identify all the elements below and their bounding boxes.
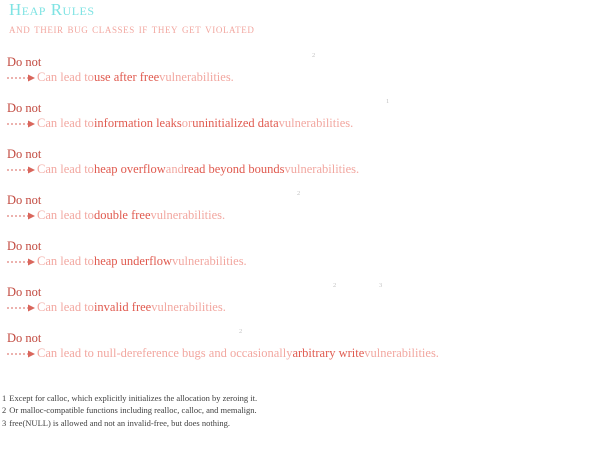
rule-text: Can lead to — [37, 208, 94, 222]
dashed-right-arrow-icon — [7, 303, 35, 313]
bug-class-emphasis: use after free — [93, 70, 160, 84]
dashed-right-arrow-icon — [7, 349, 35, 359]
bug-class-emphasis: invalid free — [93, 300, 152, 314]
dashed-right-arrow-icon — [7, 165, 35, 175]
footnote-reference: 2 — [333, 282, 337, 289]
footnote-text: Except for calloc, which explicitly init… — [9, 393, 258, 403]
rule-heading: Do not — [7, 239, 42, 253]
rule-text: Can lead to null-dereference bugs and oc… — [37, 346, 293, 360]
bug-class-emphasis: heap overflow — [93, 162, 166, 176]
rule-consequence: Can lead to use after free vulnerabiliti… — [7, 70, 234, 85]
rule-heading: Do not — [7, 193, 42, 207]
footnote-reference: 2 — [297, 190, 301, 197]
rule-text: Can lead to — [37, 254, 94, 268]
footnote-reference: 2 — [239, 328, 243, 335]
rule-text: vulnerabilities. — [150, 208, 226, 222]
page-subtitle: and their bug classes if they get violat… — [9, 21, 255, 36]
rule-heading: Do not — [7, 331, 42, 345]
dashed-right-arrow-icon — [7, 119, 35, 129]
footnote-reference: 3 — [379, 282, 383, 289]
rule-text: vulnerabilities. — [284, 162, 360, 176]
footnote-reference: 1 — [386, 98, 390, 105]
rule-text: Can lead to — [37, 162, 94, 176]
rule-text: vulnerabilities. — [364, 346, 439, 360]
rule-consequence: Can lead to heap overflow and read beyon… — [7, 162, 359, 177]
rule-heading: Do not — [7, 147, 42, 161]
bug-class-emphasis: double free — [93, 208, 151, 222]
footnote-number: 3 — [2, 417, 7, 428]
bug-class-emphasis: read beyond bounds — [183, 162, 285, 176]
rule-text: or — [181, 116, 193, 130]
rule-text: vulnerabilities. — [159, 70, 234, 84]
rule-text: Can lead to — [37, 70, 94, 84]
rule-text: Can lead to — [37, 116, 94, 130]
rule-heading: Do not — [7, 55, 42, 69]
rule-consequence: Can lead to null-dereference bugs and oc… — [7, 346, 439, 361]
rule-heading: Do not — [7, 101, 42, 115]
dashed-right-arrow-icon — [7, 257, 35, 267]
bug-class-emphasis: arbitrary write — [292, 346, 365, 360]
bug-class-emphasis: heap underflow — [93, 254, 173, 268]
rule-consequence: Can lead to double free vulnerabilities. — [7, 208, 225, 223]
rule-text: vulnerabilities. — [278, 116, 354, 130]
footnote-number: 2 — [2, 405, 7, 416]
dashed-right-arrow-icon — [7, 211, 35, 221]
footnote-reference: 2 — [312, 52, 316, 59]
rule-text: vulnerabilities. — [151, 300, 226, 314]
rule-text: vulnerabilities. — [172, 254, 247, 268]
rule-text: Can lead to — [37, 300, 94, 314]
rule-heading: Do not — [7, 285, 42, 299]
rule-consequence: Can lead to invalid free vulnerabilities… — [7, 300, 226, 315]
dashed-right-arrow-icon — [7, 73, 35, 83]
rule-consequence: Can lead to information leaks or uniniti… — [7, 116, 353, 131]
footnote-text: free(NULL) is allowed and not an invalid… — [9, 417, 230, 428]
bug-class-emphasis: uninitialized data — [192, 116, 279, 130]
page-title: Heap Rules — [9, 0, 95, 19]
rule-consequence: Can lead to heap underflow vulnerabiliti… — [7, 254, 247, 269]
footnote-number: 1 — [2, 393, 7, 403]
footnote-text: Or malloc-compatible functions including… — [9, 405, 257, 416]
rule-text: and — [165, 162, 184, 176]
bug-class-emphasis: information leaks — [93, 116, 182, 130]
